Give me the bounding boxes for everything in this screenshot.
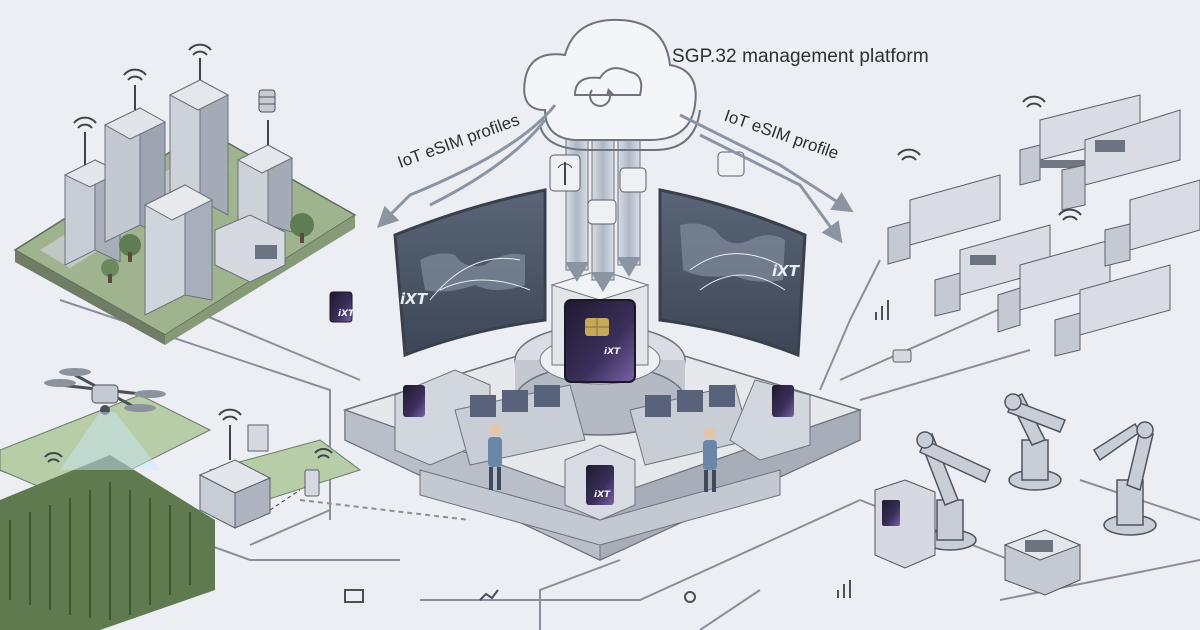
smart-city-scene <box>13 43 357 345</box>
conveyor-machine <box>1003 529 1082 596</box>
server-stack-icon <box>258 89 276 113</box>
brand-logo-central-card: iXT <box>604 347 621 357</box>
building-tall <box>168 79 230 216</box>
brand-logo-front-card: iXT <box>594 490 611 500</box>
tree <box>290 213 314 243</box>
brand-logo-small-card: iXT <box>338 309 355 319</box>
factory-icon <box>344 589 364 603</box>
console-right <box>629 379 811 466</box>
signal-tower-icon <box>549 154 581 192</box>
industrial-robotics-scene <box>874 392 1157 596</box>
brand-logo-left-screen: iXT <box>400 290 427 308</box>
field-sensor-station <box>198 424 320 529</box>
control-cabinet <box>874 479 936 569</box>
truck-fleet-scene <box>875 94 1200 363</box>
left-world-map-screen <box>393 188 547 358</box>
truck <box>887 174 1001 265</box>
bottom-status-icons <box>344 580 851 603</box>
wifi-icon <box>44 408 333 463</box>
trend-icon <box>479 589 499 601</box>
network-5g-badge <box>892 349 912 363</box>
cloud-platform-icon <box>523 18 701 151</box>
esim-card-small <box>329 291 353 323</box>
truck <box>1061 109 1181 211</box>
truck <box>1054 264 1171 357</box>
profile-flow-arrows <box>377 104 854 244</box>
robot-arm <box>1092 421 1157 536</box>
brand-logo-right-screen: iXT <box>772 262 799 280</box>
operator-figure <box>488 424 502 490</box>
building-right <box>236 144 294 241</box>
drone-icon <box>44 368 166 415</box>
central-esim-card <box>564 299 636 383</box>
bar-chart-icon <box>875 300 889 320</box>
tree <box>101 259 119 283</box>
console-front <box>564 444 636 521</box>
console-left <box>394 369 586 466</box>
building-front <box>143 184 214 316</box>
right-world-map-screen <box>658 188 807 358</box>
gear-icon <box>684 591 696 603</box>
kiosk-building <box>214 214 286 283</box>
antenna-wifi-icon <box>73 43 269 165</box>
robot-arm <box>1004 392 1066 491</box>
chip-square-icon <box>587 151 745 225</box>
truck <box>1104 179 1200 267</box>
tree <box>119 234 141 262</box>
wifi-icon <box>897 95 1082 221</box>
agriculture-scene <box>0 368 362 630</box>
platform-title: SGP.32 management platform <box>672 46 929 67</box>
operator-figure <box>703 427 717 492</box>
